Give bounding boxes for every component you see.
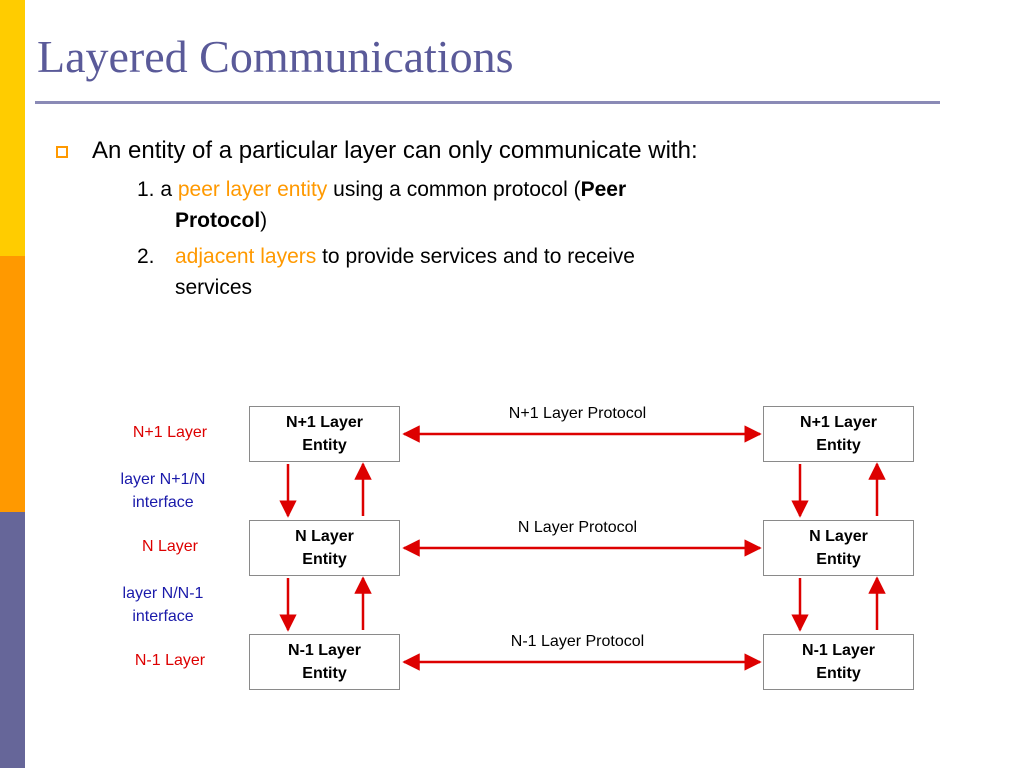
- interface-line-1: layer N+1/N: [120, 471, 206, 488]
- entity-line-1: N-1 Layer: [802, 642, 875, 659]
- sub-item-adjacent: 2. adjacent layers to provide services an…: [137, 241, 757, 303]
- layer-label-n-plus-1: N+1 Layer: [132, 424, 208, 441]
- bullet-text: An entity of a particular layer can only…: [92, 137, 698, 164]
- entity-line-1: N Layer: [295, 528, 354, 545]
- interface-label-n-n-minus-1: layer N/N-1 interface: [93, 582, 233, 628]
- interface-line-2: interface: [132, 608, 194, 625]
- title-underline: [35, 101, 940, 104]
- sub-item-number: 2.: [137, 245, 155, 268]
- adjacent-layers-highlight: adjacent layers: [175, 245, 317, 268]
- entity-line-1: N-1 Layer: [288, 642, 361, 659]
- entity-line-2: Entity: [816, 437, 861, 454]
- peer-layer-entity-highlight: peer layer entity: [177, 178, 328, 201]
- entity-line-2: Entity: [816, 665, 861, 682]
- entity-line-2: Entity: [302, 551, 347, 568]
- interface-line-1: layer N/N-1: [122, 585, 204, 602]
- entity-line-1: N+1 Layer: [800, 414, 877, 431]
- entity-line-2: Entity: [302, 437, 347, 454]
- sub-item-text-cont: services: [175, 276, 253, 299]
- sub-item-peer: 1. a peer layer entity using a common pr…: [137, 174, 757, 236]
- entity-line-2: Entity: [816, 551, 861, 568]
- interface-line-2: interface: [132, 494, 194, 511]
- entity-line-1: N Layer: [809, 528, 868, 545]
- side-bar-yellow: [0, 0, 25, 256]
- side-bar-orange: [0, 256, 25, 512]
- layer-label-n-minus-1: N-1 Layer: [134, 652, 206, 669]
- protocol-bold: Protocol: [175, 209, 261, 232]
- layer-label-n: N Layer: [141, 538, 199, 555]
- close-paren: ): [260, 209, 268, 232]
- peer-bold: Peer: [580, 178, 627, 201]
- sub-item-text: to provide services and to receive: [322, 245, 635, 268]
- entity-line-1: N+1 Layer: [286, 414, 363, 431]
- protocol-label-n-minus-1: N-1 Layer Protocol: [510, 633, 645, 650]
- entity-line-2: Entity: [302, 665, 347, 682]
- protocol-label-n: N Layer Protocol: [517, 519, 638, 536]
- slide-title: Layered Communications: [37, 31, 514, 82]
- square-bullet-icon: [56, 146, 68, 158]
- protocol-label-n-plus-1: N+1 Layer Protocol: [508, 405, 647, 422]
- sub-item-number: 1. a: [137, 178, 173, 201]
- side-bar-purple: [0, 512, 25, 768]
- interface-label-n-plus-1-n: layer N+1/N interface: [93, 468, 233, 514]
- sub-item-text: using a common protocol (: [333, 178, 581, 201]
